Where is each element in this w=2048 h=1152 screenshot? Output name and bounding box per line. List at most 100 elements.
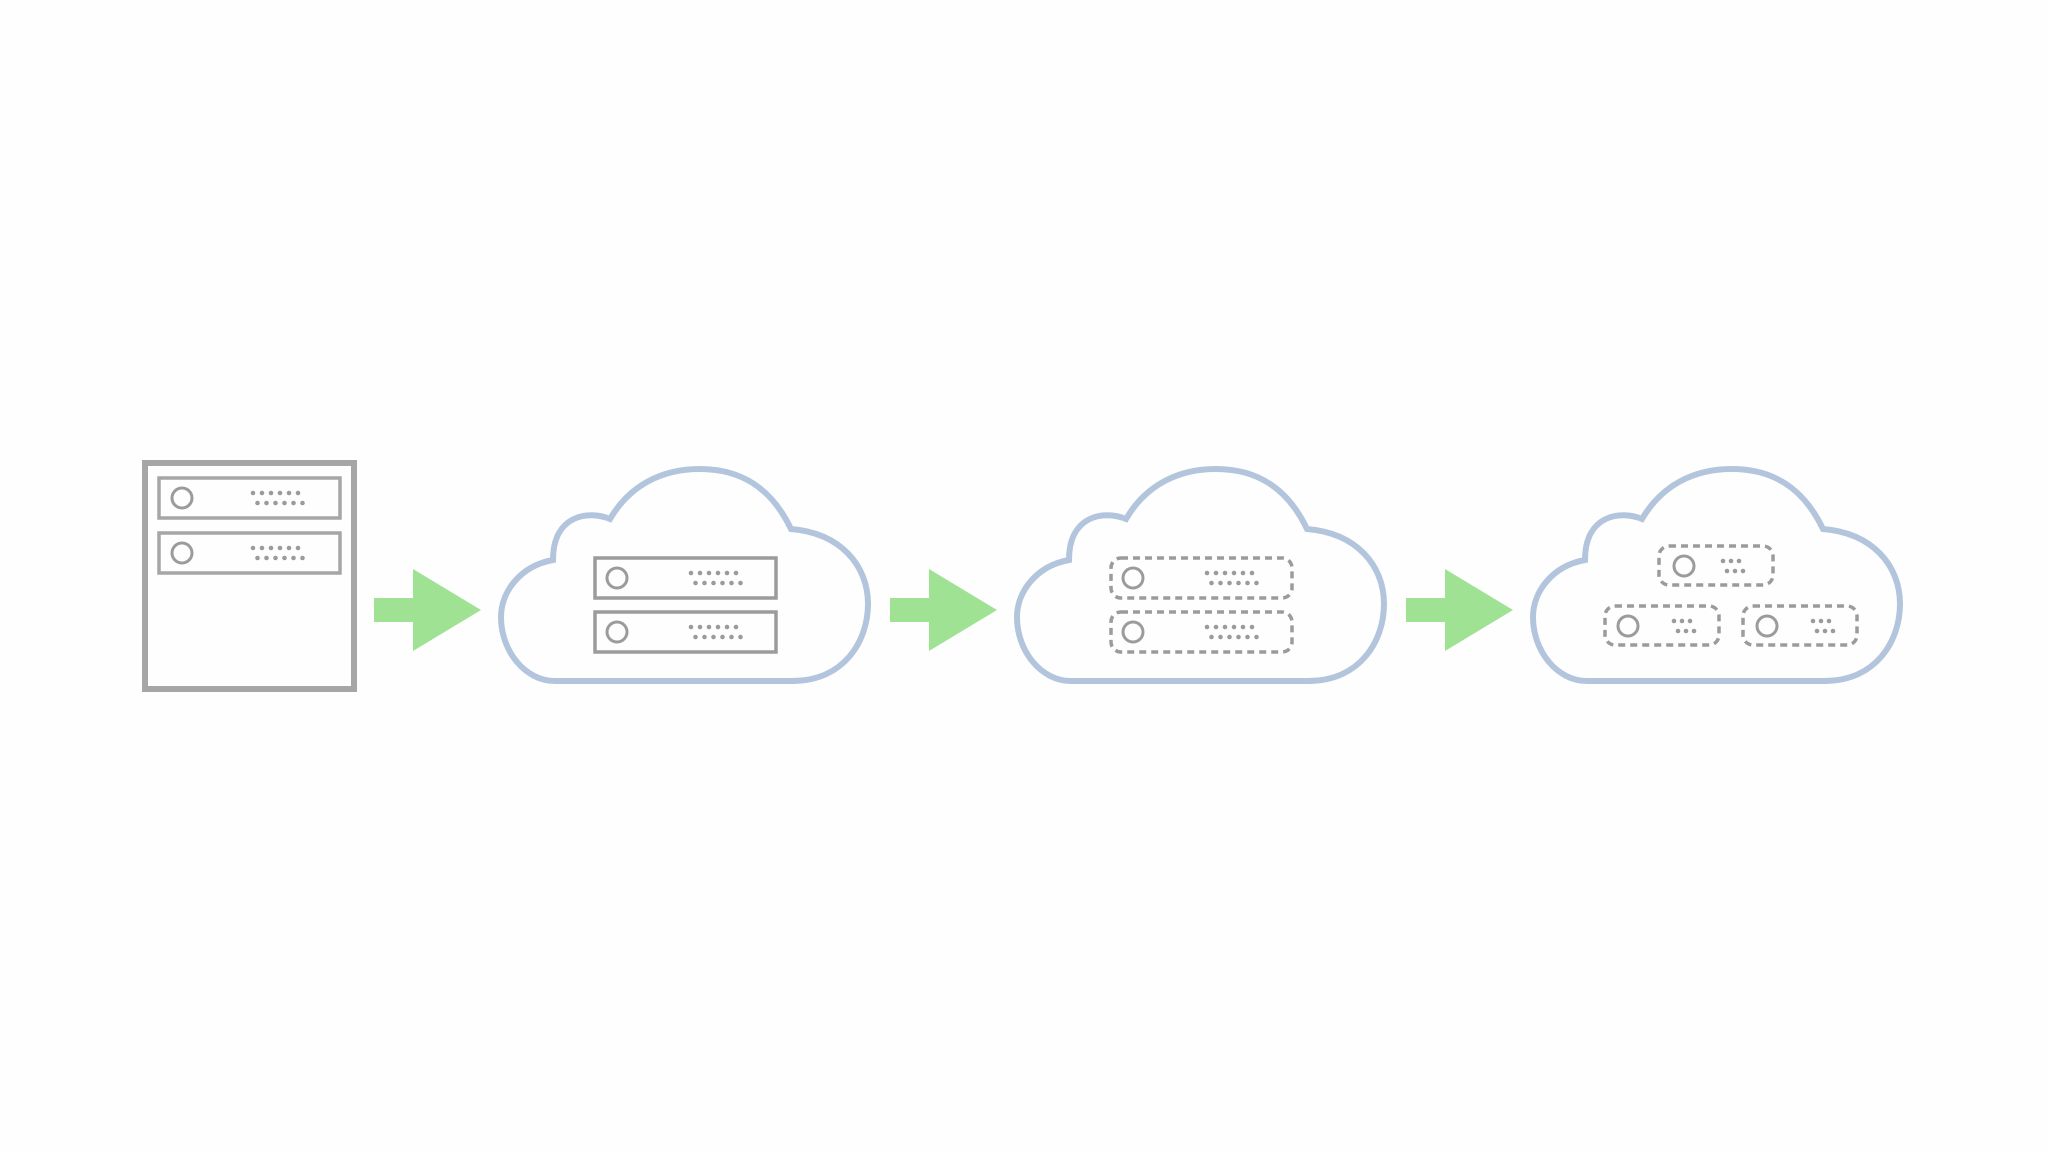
vent-dots-icon (250, 490, 305, 506)
vent-dot (295, 490, 301, 496)
vent-dot (264, 555, 269, 561)
power-button-icon (1616, 614, 1640, 638)
vent-dot (255, 500, 260, 506)
cloud-icon (501, 469, 868, 681)
vent-dot (291, 555, 296, 561)
vent-dot (702, 580, 707, 586)
vent-dot (1249, 624, 1255, 630)
vent-dot (1830, 628, 1836, 634)
vent-dot (1724, 568, 1730, 574)
vent-dot (1231, 570, 1237, 576)
arrow-right-icon (374, 569, 481, 651)
vent-dot (1218, 634, 1223, 640)
vent-dots-icon (1204, 570, 1259, 586)
vent-dot (259, 490, 265, 496)
power-button-icon (1121, 566, 1145, 590)
vent-dot (300, 555, 305, 561)
vent-dot (738, 580, 743, 586)
vent-dot (711, 580, 716, 586)
vent-dot (729, 634, 734, 640)
power-button-icon (170, 486, 194, 510)
vent-dot (1691, 628, 1697, 634)
vent-dot (1687, 618, 1693, 624)
vent-dot (1728, 558, 1734, 564)
vent-dots-icon (1810, 618, 1836, 634)
vent-dot (277, 545, 283, 551)
vent-dot (720, 634, 725, 640)
vent-dot (1222, 624, 1228, 630)
vent-dot (1249, 570, 1255, 576)
vent-dot (738, 634, 743, 640)
cloud-icon (1533, 469, 1900, 681)
vent-dot (286, 490, 292, 496)
vent-dot (1679, 618, 1685, 624)
vent-dot (1231, 624, 1237, 630)
vent-dot (1236, 634, 1241, 640)
vent-dot (300, 500, 305, 506)
microservice-unit-3 (1741, 604, 1859, 647)
vent-dots-icon (250, 545, 305, 561)
vent-dot (693, 634, 698, 640)
cloud-lift-and-shift (501, 469, 868, 681)
virtual-server-unit-1 (1109, 556, 1294, 600)
vent-dot (268, 545, 274, 551)
vent-dots-icon (688, 624, 743, 640)
vent-dot (1254, 580, 1259, 586)
on-premises-rack (142, 460, 357, 692)
vent-dot (720, 580, 725, 586)
vent-dot (1675, 628, 1681, 634)
vent-dot (1740, 568, 1746, 574)
arrow-right-icon (890, 569, 997, 651)
vent-dot (1204, 624, 1210, 630)
rack-frame (142, 460, 357, 692)
arrow-right-icon (1406, 569, 1513, 651)
cloud-icon (1017, 469, 1384, 681)
cloud-server-unit-1 (593, 556, 778, 600)
vent-dot (702, 634, 707, 640)
vent-dot (1240, 624, 1246, 630)
vent-dot (250, 490, 256, 496)
vent-dots-icon (1720, 558, 1746, 574)
vent-dot (264, 500, 269, 506)
vent-dot (1671, 618, 1677, 624)
vent-dot (273, 500, 278, 506)
power-button-icon (1755, 614, 1779, 638)
vent-dot (1736, 558, 1742, 564)
vent-dot (1245, 580, 1250, 586)
vent-dot (273, 555, 278, 561)
vent-dot (1204, 570, 1210, 576)
vent-dot (291, 500, 296, 506)
vent-dot (724, 624, 730, 630)
vent-dot (295, 545, 301, 551)
cloud-server-unit-2 (593, 610, 778, 654)
power-button-icon (605, 620, 629, 644)
vent-dot (268, 490, 274, 496)
vent-dot (711, 634, 716, 640)
vent-dot (1245, 634, 1250, 640)
vent-dot (706, 624, 712, 630)
vent-dot (1227, 634, 1232, 640)
vent-dot (1218, 580, 1223, 586)
microservice-unit-2 (1603, 604, 1721, 647)
vent-dot (733, 624, 739, 630)
vent-dot (1209, 580, 1214, 586)
vent-dot (1822, 628, 1828, 634)
vent-dot (282, 500, 287, 506)
vent-dot (715, 624, 721, 630)
power-button-icon (605, 566, 629, 590)
vent-dot (697, 624, 703, 630)
vent-dot (1213, 570, 1219, 576)
vent-dot (1254, 634, 1259, 640)
microservice-unit-1 (1657, 544, 1775, 587)
rack-server-unit-1 (157, 476, 342, 520)
vent-dot (1209, 634, 1214, 640)
vent-dot (277, 490, 283, 496)
vent-dots-icon (688, 570, 743, 586)
power-button-icon (170, 541, 194, 565)
rack-server-unit-2 (157, 531, 342, 575)
cloud-virtualized (1017, 469, 1384, 681)
cloud-distributed (1533, 469, 1900, 681)
vent-dot (282, 555, 287, 561)
